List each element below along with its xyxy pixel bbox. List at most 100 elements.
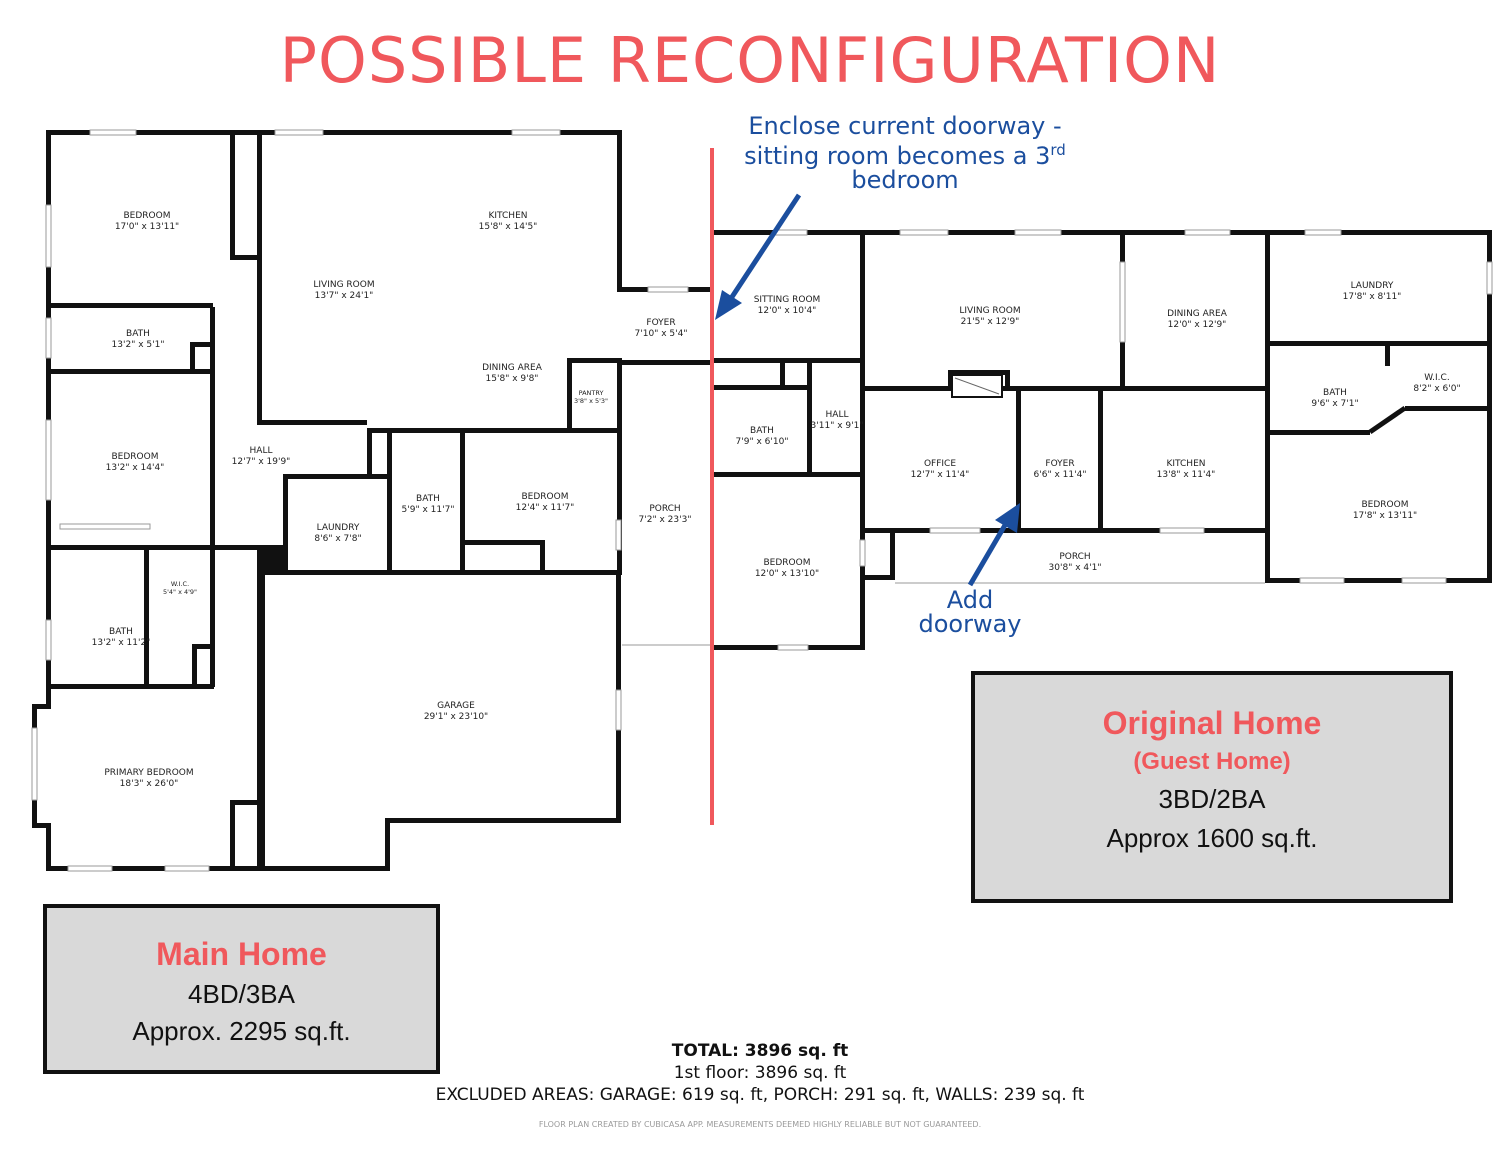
room-size: 13'2" x 14'4" bbox=[105, 463, 165, 473]
room-name: BEDROOM bbox=[1361, 500, 1409, 510]
page-title: POSSIBLE RECONFIGURATION bbox=[279, 24, 1221, 97]
area-totals: TOTAL: 3896 sq. ft 1st floor: 3896 sq. f… bbox=[300, 1040, 1220, 1106]
room-size: 12'0" x 13'10" bbox=[754, 569, 820, 579]
room-name: BATH bbox=[1323, 388, 1347, 398]
room-size: 7'10" x 5'4" bbox=[634, 329, 688, 339]
main-home-area: Approx. 2295 sq.ft. bbox=[132, 1016, 351, 1046]
room-name: PRIMARY BEDROOM bbox=[104, 768, 194, 778]
room-size: 12'0" x 12'9" bbox=[1167, 320, 1227, 330]
room-name: LIVING ROOM bbox=[959, 306, 1021, 316]
room-name: FOYER bbox=[1045, 459, 1075, 469]
room-name: BATH bbox=[750, 426, 774, 436]
room-size: 17'0" x 13'11" bbox=[114, 222, 180, 232]
room-size: 8'2" x 6'0" bbox=[1413, 384, 1461, 394]
main-home-beds-baths: 4BD/3BA bbox=[188, 979, 295, 1009]
room-name: BATH bbox=[416, 494, 440, 504]
room-size: 12'4" x 11'7" bbox=[515, 503, 575, 513]
add-doorway-annotation: Add doorway bbox=[900, 588, 1040, 636]
room-size: 3'11" x 9'1" bbox=[810, 421, 864, 431]
room-name: KITCHEN bbox=[1166, 459, 1206, 469]
room-size: 15'8" x 9'8" bbox=[485, 374, 539, 384]
original-home-beds-baths: 3BD/2BA bbox=[1158, 784, 1266, 814]
room-name: OFFICE bbox=[923, 459, 957, 469]
room-name: GARAGE bbox=[437, 701, 475, 711]
arrow-add-doorway-icon bbox=[967, 503, 1020, 587]
original-home-heading: Original Home bbox=[1102, 705, 1322, 741]
room-size: 21'5" x 12'9" bbox=[960, 317, 1020, 327]
room-size: 13'7" x 24'1" bbox=[314, 291, 374, 301]
room-size: 5'4" x 4'9" bbox=[162, 588, 198, 596]
room-name: PORCH bbox=[1059, 552, 1091, 562]
enclose-superscript: rd bbox=[1050, 141, 1066, 159]
room-size: 13'8" x 11'4" bbox=[1156, 470, 1216, 480]
guest-bath-diagonal-wall bbox=[1368, 405, 1407, 435]
room-name: HALL bbox=[825, 410, 849, 420]
room-size: 29'1" x 23'10" bbox=[423, 712, 489, 722]
room-name: BEDROOM bbox=[763, 558, 811, 568]
room-size: 13'2" x 11'2" bbox=[91, 638, 151, 648]
enclose-line-1: Enclose current doorway - bbox=[748, 112, 1062, 140]
room-name: PORCH bbox=[649, 504, 681, 514]
room-size: 7'9" x 6'10" bbox=[735, 437, 789, 447]
room-name: HALL bbox=[249, 446, 273, 456]
room-size: 9'6" x 7'1" bbox=[1311, 399, 1359, 409]
room-size: 12'0" x 10'4" bbox=[757, 306, 817, 316]
room-size: 12'7" x 11'4" bbox=[910, 470, 970, 480]
windows bbox=[31, 129, 1493, 872]
room-name: W.I.C. bbox=[170, 580, 190, 588]
excluded-areas: EXCLUDED AREAS: GARAGE: 619 sq. ft, PORC… bbox=[435, 1085, 1085, 1105]
room-guest-wic: W.I.C.8'2" x 6'0" bbox=[1413, 373, 1460, 395]
main-home-box: Main Home 4BD/3BA Approx. 2295 sq.ft. bbox=[43, 904, 440, 1074]
room-name: BEDROOM bbox=[521, 492, 569, 502]
room-size: 30'8" x 4'1" bbox=[1048, 563, 1102, 573]
room-name: BEDROOM bbox=[111, 452, 159, 462]
divider-line bbox=[710, 148, 714, 825]
room-name: LAUNDRY bbox=[1350, 281, 1394, 291]
room-size: 7'2" x 23'3" bbox=[638, 515, 692, 525]
main-home-heading: Main Home bbox=[156, 936, 327, 972]
room-size: 12'7" x 19'9" bbox=[231, 457, 291, 467]
original-home-subheading: (Guest Home) bbox=[1133, 748, 1291, 775]
add-doorway-line-1: Add bbox=[946, 586, 994, 614]
room-name: DINING AREA bbox=[1167, 309, 1227, 319]
first-floor-area: 1st floor: 3896 sq. ft bbox=[673, 1063, 847, 1083]
room-name: BATH bbox=[109, 627, 133, 637]
room-size: 13'2" x 5'1" bbox=[111, 340, 165, 350]
room-size: 5'9" x 11'7" bbox=[401, 505, 455, 515]
add-doorway-line-2: doorway bbox=[918, 610, 1022, 638]
disclaimer: FLOOR PLAN CREATED BY CUBICASA APP. MEAS… bbox=[538, 1120, 982, 1129]
room-size: 18'3" x 26'0" bbox=[119, 779, 179, 789]
room-main-wic: W.I.C.5'4" x 4'9" bbox=[163, 580, 197, 596]
room-name: SITTING ROOM bbox=[753, 295, 821, 305]
room-name: LAUNDRY bbox=[316, 523, 360, 533]
guest-home-walls bbox=[710, 230, 1492, 650]
original-home-area: Approx 1600 sq.ft. bbox=[1106, 823, 1318, 853]
room-name: FOYER bbox=[646, 318, 676, 328]
arrow-enclose-icon bbox=[715, 193, 802, 320]
original-home-box: Original Home (Guest Home) 3BD/2BA Appro… bbox=[971, 671, 1453, 903]
